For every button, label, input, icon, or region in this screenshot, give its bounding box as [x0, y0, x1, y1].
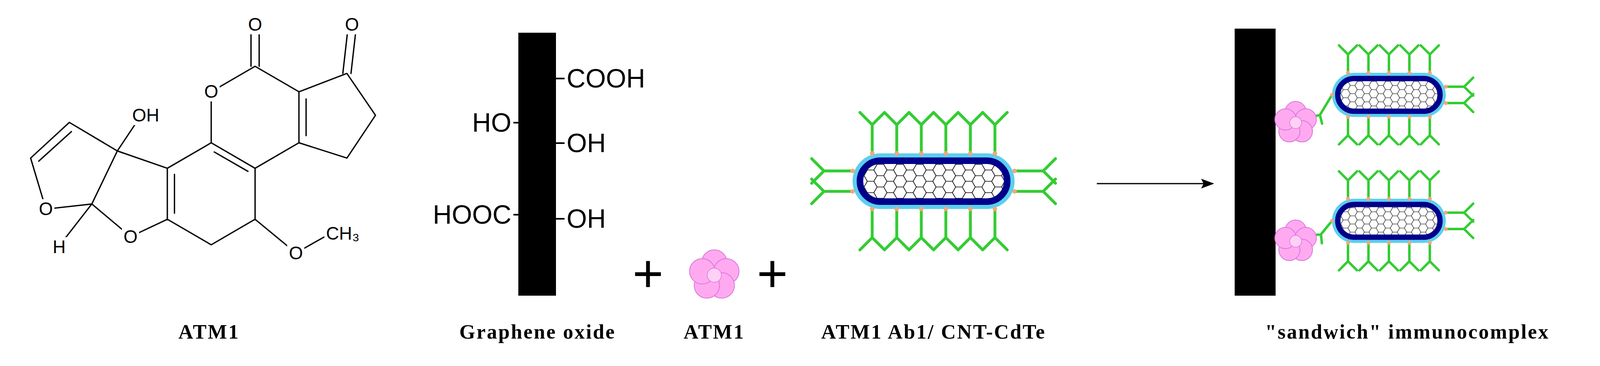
atom-label: O — [343, 14, 361, 35]
quantum-dot — [1366, 114, 1371, 120]
quantum-dot — [1366, 196, 1371, 201]
arrow-head — [1201, 178, 1215, 189]
plus-sign: + — [632, 246, 664, 300]
cdte-shell — [1332, 198, 1446, 244]
caption: ATM1 Ab1/ CNT-CdTe — [821, 321, 1046, 343]
atom-label: OH — [130, 105, 161, 126]
atom-label: CH₃ — [324, 223, 361, 244]
quantum-dot — [1386, 114, 1391, 120]
atm1-icon — [689, 249, 740, 299]
quantum-dot — [1345, 114, 1351, 120]
group-label: COOH — [566, 65, 646, 92]
quantum-dot — [1443, 210, 1448, 215]
quantum-dot — [1443, 227, 1448, 232]
antibodies — [811, 112, 1056, 250]
cdte-shell — [1332, 72, 1446, 118]
graphene-sheet — [1234, 28, 1276, 296]
quantum-dot — [850, 168, 855, 174]
icon-centre — [707, 268, 722, 283]
atom-label: H — [51, 237, 68, 257]
quantum-dots — [850, 150, 1017, 212]
caption: Graphene oxide — [459, 321, 616, 343]
bond-lines — [30, 28, 376, 254]
atom-label: O — [287, 243, 305, 264]
quantum-dot — [1345, 70, 1351, 75]
caption: ATM1 — [683, 321, 745, 343]
quantum-dot — [1443, 84, 1448, 89]
cnt-conjugate — [1311, 45, 1474, 145]
quantum-dot — [1427, 70, 1432, 75]
cnt-conjugate — [811, 112, 1056, 250]
quantum-dot — [967, 206, 973, 212]
quantum-dot — [1366, 240, 1371, 246]
quantum-dot — [1407, 114, 1412, 120]
group-bonds — [513, 78, 565, 219]
quantum-dot — [1366, 70, 1371, 75]
group-label: OH — [566, 130, 606, 157]
group-label: HOOC — [432, 201, 512, 228]
quantum-dot — [1386, 240, 1391, 246]
quantum-dot — [1345, 240, 1351, 246]
quantum-dot — [1329, 218, 1335, 223]
quantum-dot — [1329, 92, 1335, 97]
atom-label: O — [246, 14, 264, 35]
quantum-dot — [1386, 196, 1391, 201]
quantum-dot — [894, 150, 899, 156]
quantum-dot — [918, 206, 924, 212]
group-label: HO — [472, 109, 512, 136]
cnt-conjugate — [1311, 171, 1474, 271]
quantum-dot — [1407, 240, 1412, 246]
caption: ATM1 — [178, 321, 240, 343]
atm1-icon — [1274, 220, 1317, 261]
carbon-nanotube — [1337, 78, 1441, 112]
caption: "sandwich" immunocomplex — [1264, 321, 1550, 343]
atom-label: O — [202, 81, 220, 102]
quantum-dot — [943, 150, 948, 156]
quantum-dot — [850, 189, 855, 194]
cdte-shell — [852, 153, 1015, 210]
quantum-dot — [1407, 196, 1412, 201]
quantum-dot — [918, 150, 924, 156]
quantum-dot — [1443, 101, 1448, 106]
arrow-shaft — [1096, 183, 1207, 185]
antibodies — [1311, 171, 1474, 271]
graphene-sheet — [518, 32, 556, 296]
quantum-dot — [943, 206, 948, 212]
quantum-dots — [1329, 196, 1448, 246]
quantum-dot — [1012, 189, 1017, 194]
quantum-dot — [1407, 70, 1412, 75]
reaction-arrow — [1096, 178, 1215, 189]
quantum-dot — [1427, 114, 1432, 120]
quantum-dots — [1329, 70, 1448, 120]
cnt-conjugates — [811, 45, 1474, 271]
antibodies — [1311, 45, 1474, 145]
atm1-icon — [1274, 101, 1317, 142]
carbon-nanotube — [859, 160, 1008, 202]
quantum-dot — [869, 150, 875, 156]
quantum-dot — [1427, 240, 1432, 246]
quantum-dot — [1012, 168, 1017, 174]
quantum-dot — [967, 150, 973, 156]
quantum-dot — [869, 206, 875, 212]
quantum-dot — [894, 206, 899, 212]
atom-label: O — [37, 199, 55, 219]
plus-sign: + — [756, 246, 788, 300]
quantum-dot — [1345, 196, 1351, 201]
graphene-oxide-sheet — [513, 32, 565, 296]
quantum-dot — [1386, 70, 1391, 75]
group-label: OH — [566, 205, 606, 232]
carbon-nanotube — [1337, 204, 1441, 238]
quantum-dot — [1427, 196, 1432, 201]
quantum-dot — [992, 206, 997, 212]
icon-centre — [1289, 235, 1302, 248]
quantum-dot — [992, 150, 997, 156]
icon-centre — [1289, 116, 1302, 129]
atom-label: O — [121, 227, 140, 247]
atm1-structure — [30, 28, 376, 254]
